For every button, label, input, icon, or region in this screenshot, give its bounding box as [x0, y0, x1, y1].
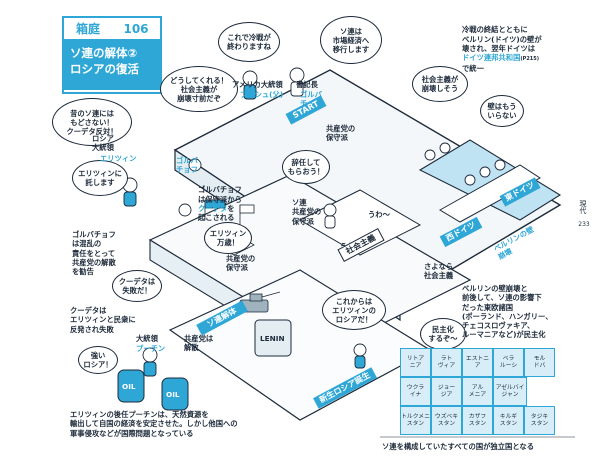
section-header: 箱庭 106 ソ連の解体② ロシアの復活	[62, 16, 162, 94]
label-putin-title: 大統領	[136, 334, 158, 343]
label-soviet-conservatives: ソ連 共産党の 保守派	[292, 198, 322, 226]
label-coup-fail: クーデタは エリツィンと民衆に 反発され失敗	[70, 306, 136, 334]
republic-cell: ベラ ルーシ	[493, 348, 524, 377]
bubble-against-coup: 昔のソ連には もどさない！ クーデタ反対！	[52, 98, 132, 146]
bubble-resign: 辞任して もらおう！	[282, 150, 330, 184]
label-gorbachev-2: ゴルバ チョフ	[176, 156, 198, 175]
republic-cell: アゼルバイ ジャン	[493, 377, 527, 406]
page-number: 233	[578, 221, 590, 228]
side-label: 現代	[579, 200, 587, 214]
section-number-row: 箱庭 106	[64, 18, 160, 41]
label-gorbachev-dissolve: ゴルバチョフ は混乱の 責任をとって 共産党の解散 を勧告	[72, 230, 116, 277]
label-conservatives: 共産党の 保守派	[326, 124, 356, 143]
label-berlin-note: 冷戦の終結とともに ベルリン(ドイツ)の壁が 壊され、翌年ドイツはドイツ連邦共和…	[462, 25, 542, 74]
label-oil-2: OIL	[166, 390, 180, 399]
republic-cell: トルクメニ スタン	[400, 406, 431, 435]
label-oil-1: OIL	[122, 382, 136, 391]
label-uwa-1: うわ～	[368, 210, 390, 219]
bubble-socialism-collapsing: 社会主義が 崩壊しそう	[412, 66, 468, 102]
section-title-line2: ロシアの復活	[70, 62, 139, 76]
section-number: 106	[123, 21, 149, 36]
label-bush: ブッシュ(父)	[240, 90, 284, 99]
republic-cell: アル メニア	[462, 377, 493, 406]
label-gorbachev-coup: ゴルバチョフ は保守派からクーデタを 起こされる	[198, 185, 242, 223]
republic-cell: キルギ スタン	[493, 406, 524, 435]
section-title-line1: ソ連の解体②	[70, 46, 138, 60]
label-putin: プーチン	[136, 344, 166, 353]
label-general-secretary: 書記長	[296, 80, 318, 89]
label-independence: ソ連を構成していたすべての国が独立国となる	[382, 442, 534, 451]
republic-cell: ウクラ イナ	[400, 377, 431, 406]
republic-cell: モル ドバ	[524, 348, 555, 377]
bubble-socialism-collapse: どうしてくれる！ 社会主義が 崩壊寸前だぞ	[160, 66, 238, 112]
label-party-dissolved: 共産党は 解散	[184, 334, 214, 353]
republic-cell: エストニ ア	[462, 348, 493, 377]
label-goodbye-socialism: さよなら 社会主義	[424, 262, 454, 281]
republic-cell: ウズベキ スタン	[431, 406, 462, 435]
label-conservatives-3: 共産党の 保守派	[226, 254, 256, 273]
section-kanji: 箱庭	[75, 22, 100, 36]
republic-cell: ラト ヴィア	[431, 348, 462, 377]
side-tab: 現代 233	[578, 200, 590, 230]
label-yeltsin: エリツィン	[100, 154, 137, 163]
bubble-yeltsin-banzai: エリツィン 万歳！	[204, 222, 252, 254]
bubble-coup-failed: クーデタは 失敗だ！	[112, 270, 162, 302]
bubble-democratize: 民主化 するぞ～	[420, 318, 466, 350]
label-eastern-europe: ベルリンの壁崩壊と 前後して、ソ連の影響下 だった東欧諸国 (ポーランド、ハンガ…	[462, 284, 553, 340]
bubble-market-economy: ソ連は 市場経済へ 移行します	[320, 16, 382, 64]
label-us-president: アメリカ大統領	[232, 80, 283, 89]
bubble-yeltsin-russia: これからは エリツィンの ロシアだ！	[322, 290, 386, 330]
bubble-entrust-yeltsin: エリツィンに 託します	[72, 160, 128, 196]
republic-cell: リトア ニア	[400, 348, 431, 377]
republic-cell: タジキ スタン	[524, 406, 555, 435]
label-russia-president: ロシア 大統領	[92, 134, 114, 153]
section-title: ソ連の解体② ロシアの復活	[64, 41, 160, 90]
bubble-wall-not-needed: 壁はもう いらない	[480, 95, 524, 127]
label-lenin: LENIN	[260, 334, 285, 343]
bubble-strong-russia: 強い ロシア！	[78, 346, 118, 374]
label-putin-note: エリツィンの後任プーチンは、天然資源を 輸出して自国の経済を安定させた。しかし他…	[70, 410, 238, 438]
republic-cell: ジョー ジア	[431, 377, 462, 406]
republic-cell: カザフ スタン	[462, 406, 493, 435]
bubble-cold-war-end: これで冷戦が 終わりますね	[218, 22, 280, 62]
